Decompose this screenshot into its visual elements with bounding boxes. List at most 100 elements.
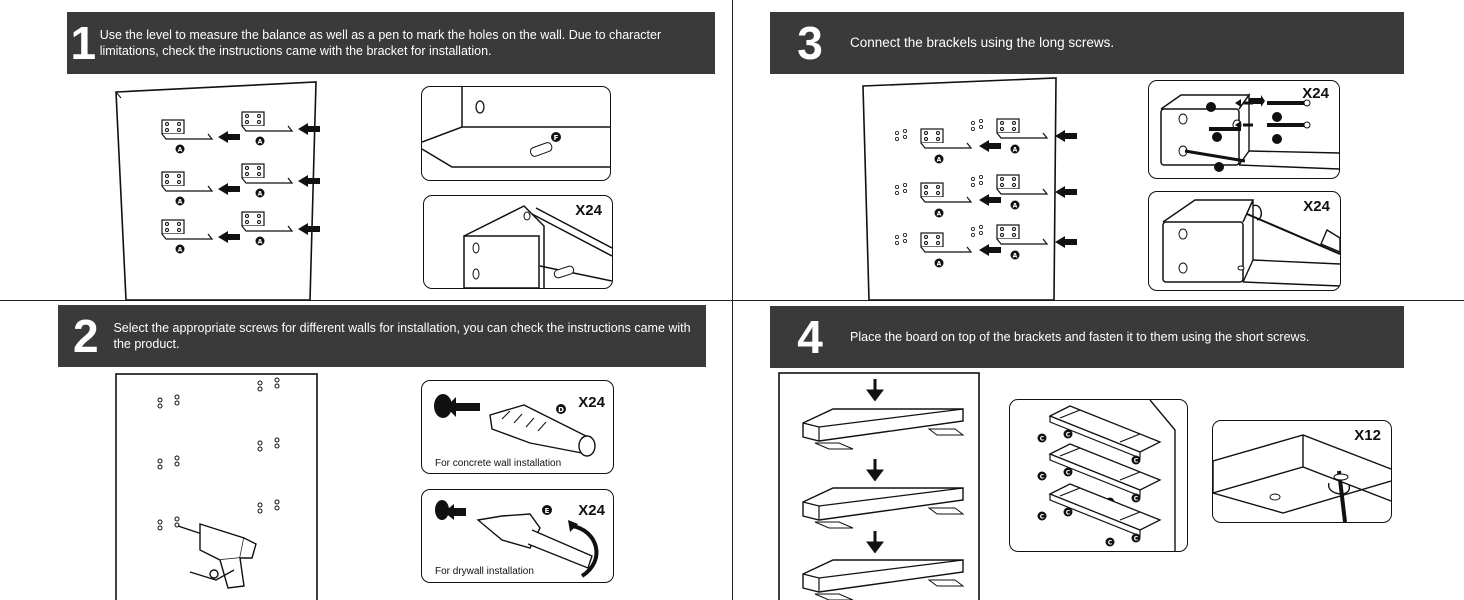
- arrow-icon: [979, 194, 1001, 206]
- step-4-detail-panel: X12: [1212, 420, 1392, 523]
- part-label-a-text: A: [258, 239, 263, 246]
- step-1-header: 1 Use the level to measure the balance a…: [67, 12, 715, 74]
- part-label-c: [1063, 467, 1073, 477]
- step-4-shelf-stack: [778, 372, 980, 600]
- part-label-c-text: C: [1040, 514, 1045, 521]
- part-label-a-text: A: [178, 147, 183, 154]
- part-label-e: E: [545, 507, 550, 515]
- step-1-detail-top: F: [421, 86, 611, 181]
- part-label-c: [1063, 429, 1073, 439]
- down-arrow-icon: [866, 531, 884, 554]
- part-label-a-text: A: [937, 211, 942, 218]
- step-1-text: Use the level to measure the balance as …: [99, 28, 662, 58]
- part-label-c: [1037, 433, 1047, 443]
- wall-holes: [971, 224, 984, 237]
- arrow-icon: [218, 231, 240, 243]
- part-label-a: [255, 188, 265, 198]
- step-3-detail-top: X24: [1148, 80, 1340, 179]
- arrow-icon: [218, 183, 240, 195]
- step-4-text: Place the board on top of the brackets a…: [850, 330, 1310, 344]
- quantity-x12: X12: [1354, 427, 1381, 444]
- arrow-icon: [1055, 186, 1077, 198]
- part-label-c-text: C: [1066, 432, 1071, 439]
- down-arrow-icon: [866, 459, 884, 482]
- part-label-a: [934, 154, 944, 164]
- part-label-c: [1131, 533, 1141, 543]
- bracket: [161, 119, 214, 140]
- quantity-x24-step3: X24: [1302, 85, 1329, 102]
- bracket: [241, 111, 294, 132]
- bracket: [920, 182, 973, 203]
- part-label-c: [1063, 507, 1073, 517]
- part-label-c: [1105, 537, 1115, 547]
- step-1-wall-diagram: A A A A A A: [115, 81, 320, 301]
- quantity-x24: X24: [575, 202, 602, 219]
- wall-holes: [971, 119, 984, 132]
- arrow-icon: [298, 123, 320, 135]
- step-2-drywall-panel: E X24 For drywall installation: [421, 489, 614, 583]
- part-label-a: [175, 244, 185, 254]
- arrow-icon: [979, 140, 1001, 152]
- step-4-bracket-panel: CCCCCCCCCCCC: [1009, 399, 1188, 552]
- arrow-icon: [218, 131, 240, 143]
- wall-holes: [971, 175, 984, 188]
- arrow-icon: [298, 175, 320, 187]
- part-label-c-text: C: [1134, 458, 1139, 465]
- step-1-number: 1: [70, 17, 97, 69]
- part-label-c-text: C: [1134, 496, 1139, 503]
- shelf-board: [802, 559, 965, 600]
- part-label-a: [1010, 250, 1020, 260]
- bracket: [241, 211, 294, 232]
- quantity-x24-drywall: X24: [578, 502, 605, 519]
- part-label-a-text: A: [178, 199, 183, 206]
- bracket: [920, 128, 973, 149]
- shelf-board: [802, 408, 965, 450]
- part-label-a-text: A: [258, 139, 263, 146]
- bracket: [161, 219, 214, 240]
- bracket: [241, 163, 294, 184]
- part-label-a: [934, 258, 944, 268]
- part-label-a: [1010, 200, 1020, 210]
- part-label-a: [934, 208, 944, 218]
- arrow-icon: [979, 244, 1001, 256]
- bracket: [920, 232, 973, 253]
- part-label-c-text: C: [1134, 536, 1139, 543]
- part-label-a-text: A: [937, 261, 942, 268]
- part-label-c: [1131, 455, 1141, 465]
- quantity-x24-concrete: X24: [578, 394, 605, 411]
- step-3-detail-bottom: X24: [1148, 191, 1341, 291]
- step-2-header: 2 Select the appropriate screws for diff…: [58, 305, 706, 367]
- part-label-c-text: C: [1108, 540, 1113, 547]
- part-label-a-text: A: [1013, 203, 1018, 210]
- arrow-icon: [1055, 130, 1077, 142]
- drill-icon: [177, 523, 257, 589]
- part-label-a: [1010, 144, 1020, 154]
- step-2-concrete-panel: D X24 For concrete wall installation: [421, 380, 614, 474]
- part-label-c-text: C: [1040, 474, 1045, 481]
- step-4-header: 4 Place the board on top of the brackets…: [770, 306, 1404, 368]
- part-label-a: [255, 136, 265, 146]
- part-label-c-text: C: [1040, 436, 1045, 443]
- part-label-c: [1131, 493, 1141, 503]
- part-label-a: [175, 196, 185, 206]
- part-label-a-text: A: [178, 247, 183, 254]
- concrete-caption: For concrete wall installation: [435, 458, 562, 469]
- part-label-c: [1037, 511, 1047, 521]
- step-2-number: 2: [72, 310, 99, 362]
- wall-holes: [895, 129, 908, 142]
- part-label-c-text: C: [1066, 510, 1071, 517]
- arrow-icon: [1055, 236, 1077, 248]
- down-arrow-icon: [866, 379, 884, 402]
- part-label-c: [1037, 471, 1047, 481]
- drywall-caption: For drywall installation: [435, 566, 534, 577]
- quantity-x24-step3b: X24: [1303, 198, 1330, 215]
- part-label-f: F: [554, 134, 559, 142]
- bracket: [996, 224, 1049, 245]
- step-3-number: 3: [797, 17, 823, 69]
- part-label-a-text: A: [937, 157, 942, 164]
- shelf-board: [802, 487, 965, 529]
- part-label-a-text: A: [258, 191, 263, 198]
